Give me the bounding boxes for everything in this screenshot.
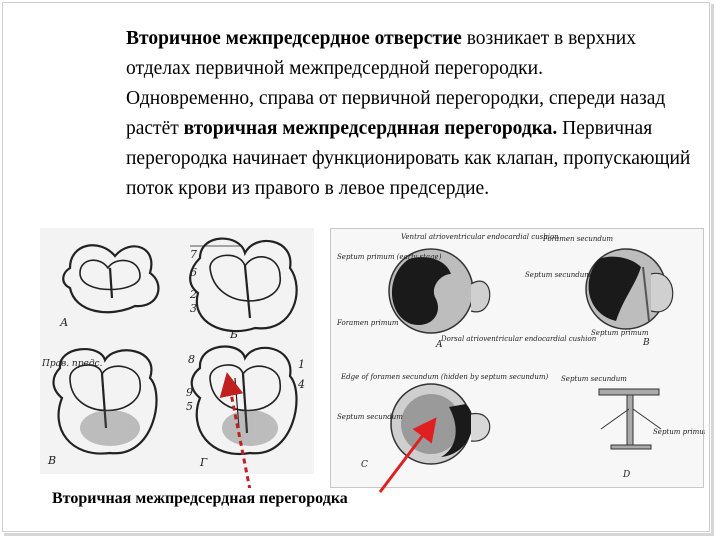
label-dorsal-cushion: Dorsal atrioventricular endocardial cush… — [440, 335, 597, 343]
label-4: 4 — [297, 378, 305, 391]
paragraph-2-post: Первичная перегородка начинает функциони… — [126, 118, 691, 199]
label-1: 1 — [298, 358, 305, 371]
label-2: 2 — [189, 288, 197, 301]
panel-letter-b: Б — [229, 328, 238, 341]
label-8: 8 — [188, 353, 195, 366]
label-9: 9 — [186, 386, 193, 399]
label-foramen-secundum: Foramen secundum — [542, 235, 613, 243]
label-6: 6 — [190, 266, 197, 279]
paragraph-2: Одновременно, справа от первичной перего… — [56, 84, 696, 204]
panel-letter-b-right: B — [642, 338, 650, 348]
label-edge-foramen-secundum: Edge of foramen secundum (hidden by sept… — [340, 373, 549, 381]
label-foramen-primum: Foramen primum — [336, 319, 399, 327]
panel-letter-a-right: A — [435, 340, 443, 350]
label-septum-secundum-d: Septum secundum — [561, 375, 627, 383]
heart-development-figure-right: Ventral atrioventricular endocardial cus… — [330, 228, 711, 488]
heart-sketches: А Б В Г 7 6 2 3 8 4 9 5 1 Прав. предс. — [41, 237, 305, 469]
label-septum-primum-b: Septum primum — [591, 329, 649, 337]
label-ventral-cushion: Ventral atrioventricular endocardial cus… — [401, 233, 559, 241]
panel-letter-c-right: C — [361, 460, 368, 470]
term-secondary-septum: вторичная межпредсерднная перегородка. — [183, 118, 558, 139]
label-septum-primum-d: Septum primum — [653, 428, 705, 436]
label-septum-secundum-b: Septum secundum — [525, 271, 591, 279]
panel-letter-a: А — [59, 316, 68, 329]
paragraph-2-pre: Одновременно, справа от первичной перего… — [126, 88, 666, 139]
septum-diagrams: Ventral atrioventricular endocardial cus… — [336, 233, 711, 480]
paragraph-1-text: возникает в верхних отделах первичной ме… — [126, 28, 636, 79]
label-3: 3 — [190, 302, 197, 315]
label-5: 5 — [186, 400, 193, 413]
paragraph-1: Вторичное межпредсердное отверстие возни… — [56, 24, 696, 84]
figure-caption: Вторичная межпредсердная перегородка — [48, 488, 352, 510]
heart-development-figure-left: А Б В Г 7 6 2 3 8 4 9 5 1 Прав. предс. — [40, 228, 314, 474]
label-septum-primum-early: Septum primum (early stage) — [337, 253, 442, 261]
label-7: 7 — [190, 248, 197, 261]
label-prav-predserdie: Прав. предс. — [41, 359, 103, 369]
slide-text: Вторичное межпредсердное отверстие возни… — [56, 24, 696, 204]
panel-letter-v: В — [47, 454, 56, 467]
panel-letter-g: Г — [199, 456, 208, 469]
panel-letter-d-right: D — [622, 470, 630, 480]
label-septum-secundum-c: Septum secundum — [337, 413, 403, 421]
term-secondary-foramen: Вторичное межпредсердное отверстие — [126, 28, 462, 49]
